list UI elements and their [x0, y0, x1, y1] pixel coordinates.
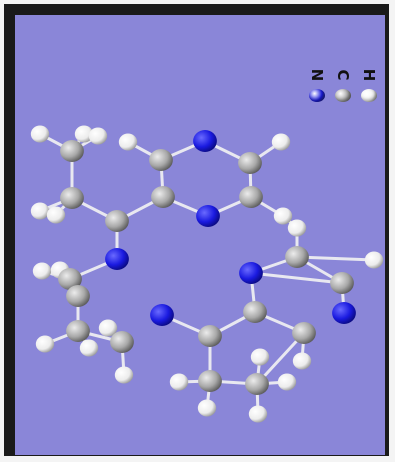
viewer-frame: N C H — [4, 4, 389, 456]
carbon-atom — [198, 325, 222, 347]
carbon-atom — [58, 268, 82, 290]
hydrogen-atom — [30, 125, 50, 143]
atoms-layer — [30, 125, 384, 423]
hydrogen-swatch — [361, 89, 377, 102]
carbon-atom — [110, 331, 134, 353]
legend-item-carbon: C — [334, 67, 352, 102]
legend-item-nitrogen: N — [308, 67, 326, 102]
hydrogen-atom — [271, 133, 291, 151]
carbon-atom — [198, 370, 222, 392]
hydrogen-atom — [277, 373, 297, 391]
hydrogen-atom — [169, 373, 189, 391]
hydrogen-atom — [364, 251, 384, 269]
nitrogen-atom — [150, 304, 174, 326]
nitrogen-atom — [239, 262, 263, 284]
carbon-atom — [149, 149, 173, 171]
hydrogen-atom — [118, 133, 138, 151]
hydrogen-atom — [79, 339, 99, 357]
carbon-atom — [245, 373, 269, 395]
legend-item-hydrogen: H — [360, 67, 378, 102]
carbon-atom — [151, 186, 175, 208]
hydrogen-atom — [98, 319, 118, 337]
hydrogen-atom — [114, 366, 134, 384]
hydrogen-atom — [74, 125, 94, 143]
nitrogen-swatch — [309, 89, 325, 102]
nitrogen-atom — [196, 205, 220, 227]
carbon-atom — [60, 140, 84, 162]
carbon-atom — [238, 152, 262, 174]
hydrogen-atom — [287, 219, 307, 237]
hydrogen-atom — [292, 352, 312, 370]
carbon-atom — [66, 320, 90, 342]
hydrogen-atom — [197, 399, 217, 417]
molecule-model — [30, 125, 384, 423]
element-legend: N C H — [308, 67, 378, 102]
carbon-atom — [60, 187, 84, 209]
carbon-atom — [239, 186, 263, 208]
nitrogen-atom — [332, 302, 356, 324]
hydrogen-atom — [88, 127, 108, 145]
hydrogen-atom — [30, 202, 50, 220]
carbon-atom — [105, 210, 129, 232]
bond — [255, 331, 306, 386]
hydrogen-atom — [273, 207, 293, 225]
legend-label-nitrogen: N — [308, 68, 326, 82]
hydrogen-atom — [248, 405, 268, 423]
bond — [295, 255, 376, 262]
carbon-atom — [243, 301, 267, 323]
carbon-atom — [285, 246, 309, 268]
hydrogen-atom — [35, 335, 55, 353]
hydrogen-atom — [32, 262, 52, 280]
nitrogen-atom — [193, 130, 217, 152]
bond — [249, 271, 344, 285]
carbon-atom — [292, 322, 316, 344]
nitrogen-atom — [105, 248, 129, 270]
carbon-swatch — [335, 89, 351, 102]
carbon-atom — [66, 285, 90, 307]
hydrogen-atom — [46, 206, 66, 224]
carbon-atom — [330, 272, 354, 294]
legend-label-hydrogen: H — [360, 68, 378, 82]
molecule-viewport[interactable]: N C H — [15, 15, 385, 455]
legend-label-carbon: C — [334, 69, 352, 81]
hydrogen-atom — [250, 348, 270, 366]
